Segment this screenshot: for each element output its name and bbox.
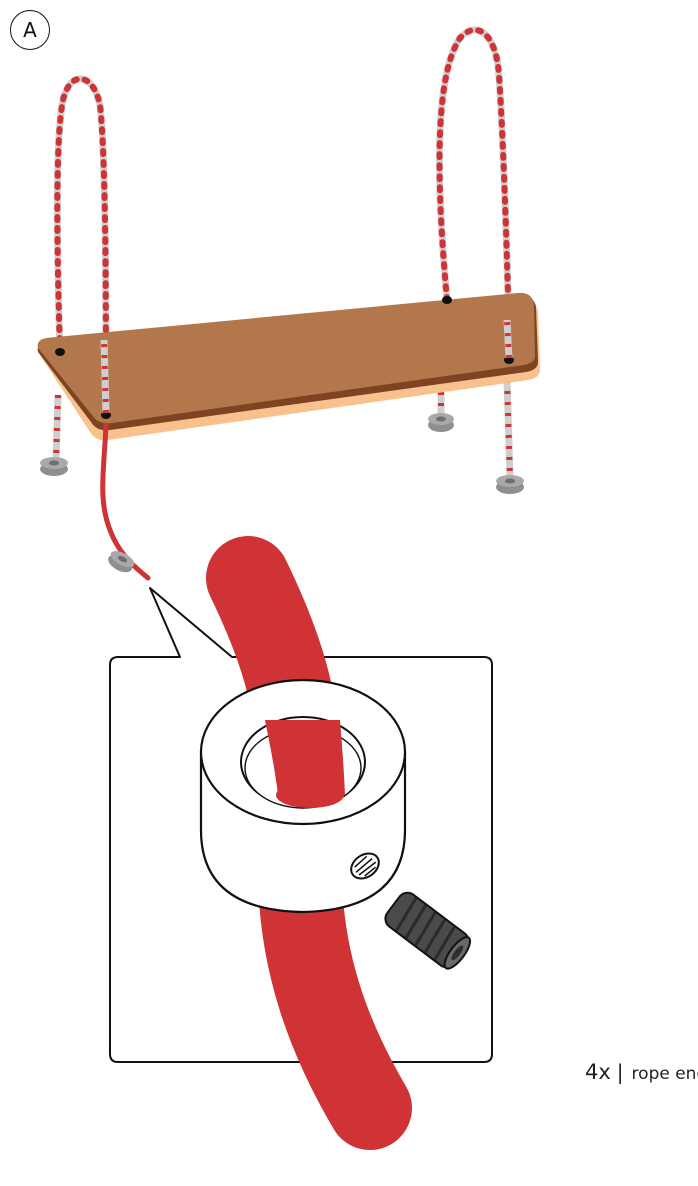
swing-overview — [37, 26, 541, 581]
quantity-label: 4x — [585, 1060, 611, 1084]
swing-seat-icon — [37, 292, 541, 441]
step-label: A — [10, 10, 50, 50]
quantity-caption: 4x | rope end — [585, 1060, 698, 1084]
rope-tail-right — [503, 379, 514, 479]
part-name-label: rope end — [631, 1064, 698, 1084]
set-screw-icon — [384, 891, 472, 970]
caption-separator: | — [616, 1060, 624, 1084]
step-letter: A — [23, 18, 37, 42]
rope-back-left — [52, 75, 110, 461]
rope-end-collar-small — [428, 413, 454, 432]
rope-end-collar-small — [496, 475, 524, 494]
rope-front-left — [100, 319, 513, 414]
rope-end-collar-icon — [199, 678, 407, 914]
rope-end-collar-small — [40, 457, 68, 476]
rope-tail-highlight — [100, 422, 151, 581]
